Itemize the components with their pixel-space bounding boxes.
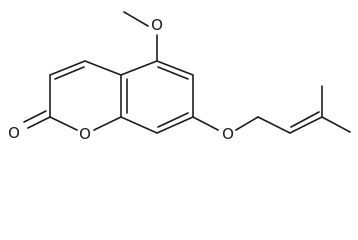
bond-c4a-c4	[84, 60, 122, 76]
atom-label-methoxy-o: O	[151, 16, 163, 34]
bond-c-methyl-right	[321, 116, 351, 133]
bond-set	[23, 11, 351, 134]
chemical-structure-diagram: O O O O	[8, 11, 351, 143]
bond-c2-carbonyl-o-inner	[23, 110, 47, 123]
bond-c4-c3	[49, 60, 86, 76]
atom-label-carbonyl-o: O	[8, 124, 20, 142]
bond-o1-c8a	[93, 116, 122, 131]
bond-c8a-c8	[120, 116, 158, 134]
bond-ch2-ch	[257, 116, 291, 134]
bond-ch-c-double	[289, 116, 323, 134]
atom-label-ether-o: O	[222, 125, 234, 143]
bond-methyl-o	[123, 11, 149, 27]
bond-o-ch2	[235, 116, 259, 131]
atom-labels: O O O O	[8, 16, 234, 143]
bond-c2-o1	[49, 116, 78, 131]
bond-c6-c5-inner	[157, 66, 189, 80]
bond-c5-c4a	[120, 60, 158, 76]
bond-ch-c-double-inner	[290, 111, 320, 128]
bond-c2-carbonyl-o	[27, 116, 51, 129]
bond-c7-o	[192, 116, 219, 131]
bond-c4-c3-inner	[54, 66, 85, 80]
bond-c8-c7-inner	[157, 112, 189, 128]
bond-c6-c5	[156, 60, 194, 76]
atom-label-ring-o: O	[79, 125, 91, 143]
bond-c8-c7	[156, 116, 194, 134]
